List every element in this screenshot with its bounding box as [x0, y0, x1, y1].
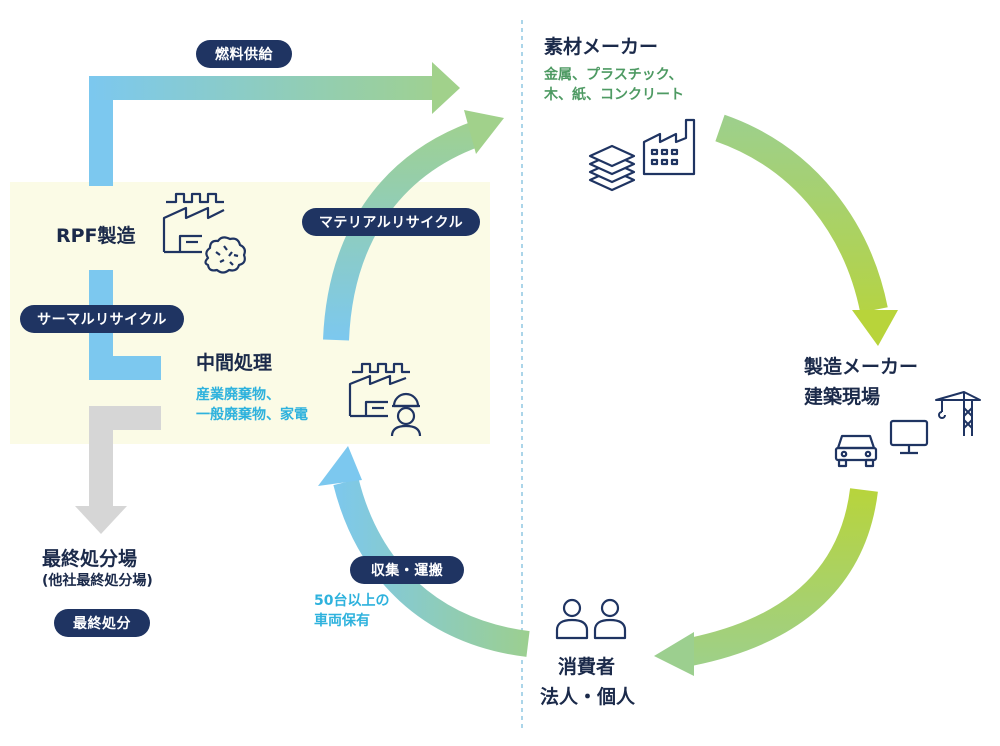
intermediate-factory-icon [348, 362, 422, 437]
collection-arc [333, 478, 530, 657]
monitor-icon [889, 419, 929, 455]
material-recycle-badge: マテリアルリサイクル [302, 208, 480, 236]
consumer-title: 消費者 [558, 656, 616, 678]
final-disposal-arrowhead [75, 506, 127, 534]
thermal-recycle-badge: サーマルリサイクル [20, 305, 184, 333]
to-manufacturer-arc [715, 114, 888, 313]
fuel-supply-arrowhead [432, 62, 460, 114]
final-site-sub: (他社最終処分場) [42, 573, 153, 589]
car-icon [834, 434, 878, 468]
vehicles-note-line2: 車両保有 [314, 613, 370, 629]
fuel-supply-arrow-bar [89, 76, 434, 100]
thermal-recycle-bar-bottom [89, 356, 161, 380]
material-maker-title: 素材メーカー [544, 36, 659, 58]
to-consumer-arc [687, 488, 878, 666]
material-recycle-arrowhead [464, 110, 504, 154]
material-maker-sub1: 金属、プラスチック、 [544, 67, 683, 83]
final-disposal-badge: 最終処分 [54, 609, 150, 637]
crane-icon [935, 391, 981, 436]
collection-arrowhead [318, 446, 362, 486]
rpf-factory-icon [162, 192, 246, 274]
final-disposal-stem [89, 406, 113, 510]
collection-transport-badge: 収集・運搬 [350, 556, 464, 584]
to-manufacturer-arrowhead [852, 310, 898, 346]
final-site-title: 最終処分場 [42, 548, 138, 570]
consumer-sub-title: 法人・個人 [540, 686, 636, 708]
manufacturer-title: 製造メーカー [804, 356, 919, 378]
to-consumer-arrowhead [654, 632, 694, 676]
vehicles-note-line1: 50台以上の [314, 593, 390, 609]
intermediate-title: 中間処理 [196, 352, 273, 374]
consumers-icon [555, 598, 627, 640]
intermediate-sub2: 一般廃棄物、家電 [196, 407, 308, 423]
fuel-supply-badge: 燃料供給 [196, 40, 292, 68]
material-maker-sub2: 木、紙、コンクリート [544, 87, 684, 103]
rpf-title: RPF製造 [56, 225, 136, 247]
intermediate-sub1: 産業廃棄物、 [196, 387, 280, 403]
material-layers-icon [588, 144, 636, 192]
material-factory-icon [642, 118, 696, 176]
construction-site-title: 建築現場 [804, 386, 881, 408]
